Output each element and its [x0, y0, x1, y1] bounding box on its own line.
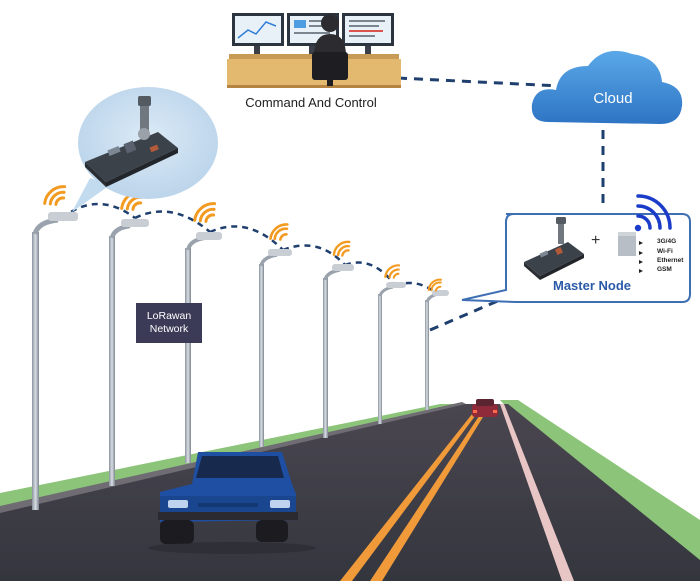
lane-line-center	[370, 404, 491, 581]
connectivity-option: GSM	[657, 266, 672, 273]
lane-line-left	[340, 404, 484, 581]
wifi-signal-icon	[43, 185, 442, 292]
operator-figure	[312, 14, 348, 86]
connectivity-bullets	[639, 241, 643, 273]
lora-link-path	[61, 202, 439, 296]
lane-line-right	[500, 404, 574, 581]
master-wifi-signal-icon	[634, 194, 672, 232]
street-lamp	[32, 212, 78, 510]
distant-car-icon	[472, 399, 498, 417]
master-node-label: Master Node	[553, 278, 632, 293]
connectivity-option: Ethernet	[657, 257, 684, 264]
monitor-icon	[342, 13, 394, 54]
lorawan-label: LoRawan	[146, 310, 192, 322]
network-label: Network	[149, 323, 189, 335]
street-lamp	[378, 282, 406, 424]
command-center-workstation	[227, 13, 401, 88]
cloud-icon	[531, 50, 683, 124]
connectivity-option: 3G/4G	[657, 238, 677, 245]
suv-car-icon	[148, 452, 316, 554]
master-node-callout	[461, 194, 691, 303]
cloud-label: Cloud	[593, 90, 633, 107]
street-lamp	[425, 290, 449, 410]
street-lamp	[323, 264, 354, 438]
monitor-icon	[232, 13, 284, 54]
street-lamp	[259, 249, 292, 447]
lorawan-network-sign: LoRawan Network	[136, 303, 202, 343]
gateway-module-icon	[618, 232, 636, 256]
street-lamp	[109, 219, 149, 486]
backbone-links	[397, 76, 605, 332]
lora-module-icon	[85, 96, 178, 187]
connectivity-option: Wi-Fi	[657, 248, 673, 255]
device-zoom-bubble	[72, 87, 218, 212]
lora-module-icon	[524, 217, 584, 280]
plus-sign: +	[591, 232, 601, 249]
street-lamp	[185, 232, 222, 463]
command-and-control-label: Command And Control	[245, 95, 377, 110]
